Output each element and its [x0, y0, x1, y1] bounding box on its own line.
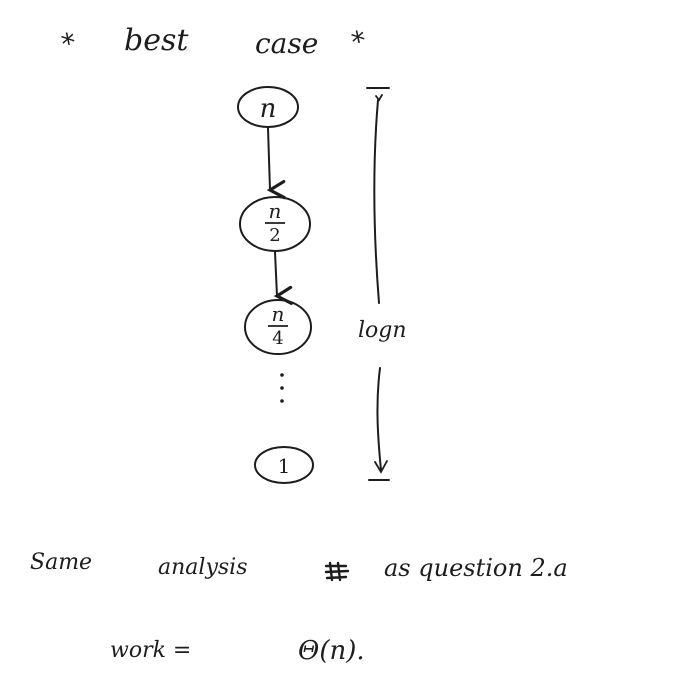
tree-node-root: n	[237, 86, 299, 128]
tree-edge-1-2	[273, 251, 293, 305]
tree-edge-0-1	[266, 127, 286, 200]
note-analysis: analysis	[158, 555, 248, 580]
height-arrow-down-shaft	[376, 367, 382, 471]
tree-node-level1: n 2	[239, 196, 311, 252]
heading-best: best	[124, 23, 189, 58]
height-measure	[366, 87, 390, 481]
tree-ellipsis	[280, 373, 284, 403]
tree-node-level1-numerator: n	[269, 199, 282, 223]
height-arrow-down-head	[374, 460, 388, 474]
tree-node-level1-denominator: 2	[269, 225, 280, 246]
note-work-label: work =	[110, 638, 192, 663]
tree-node-level2-denominator: 4	[272, 328, 283, 349]
tree-node-leaf: 1	[254, 446, 314, 484]
heading-case: case	[255, 27, 319, 60]
note-same: Same	[30, 550, 93, 575]
note-question-ref: as question 2.a	[384, 554, 568, 582]
height-arrow-up-head	[375, 94, 383, 102]
tree-node-leaf-label: 1	[278, 454, 291, 478]
tree-node-level2-numerator: n	[272, 302, 285, 326]
tree-node-root-label: n	[260, 94, 277, 124]
crossed-out-word	[324, 561, 350, 582]
note-work-result: Θ(n).	[298, 636, 365, 666]
height-label: logn	[358, 318, 407, 343]
tree-node-level2: n 4	[244, 299, 312, 355]
height-arrow-up-shaft	[373, 99, 380, 304]
